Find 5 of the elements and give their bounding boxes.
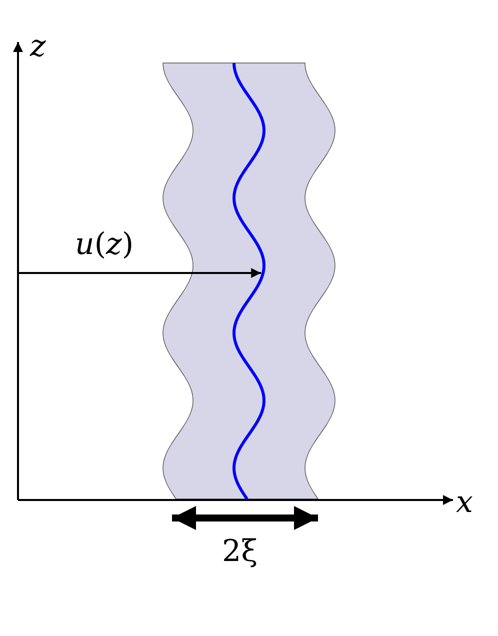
axis-label: z	[30, 32, 46, 62]
edge-label: u(z)	[75, 230, 134, 260]
axis-label: 2ξ	[222, 537, 258, 567]
arrow	[18, 268, 262, 278]
axis-label: x	[456, 488, 473, 518]
